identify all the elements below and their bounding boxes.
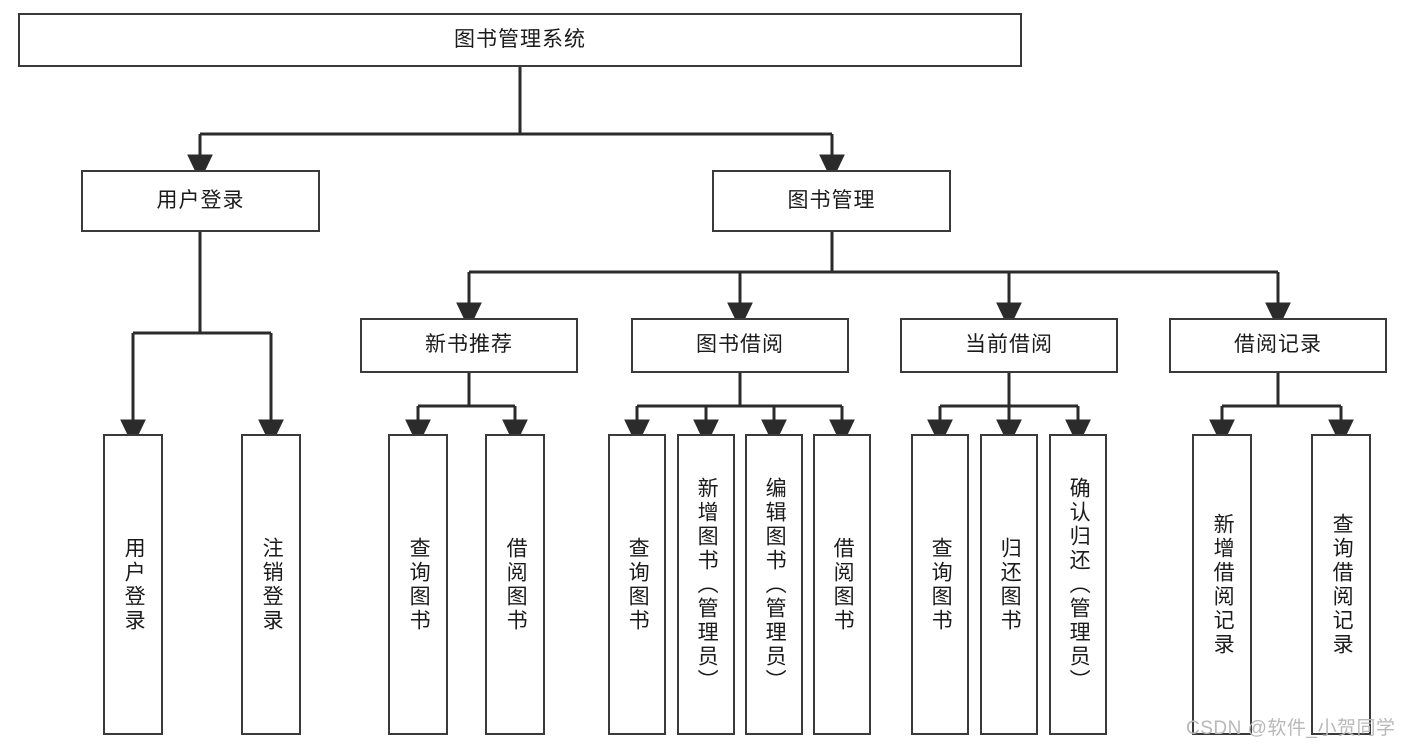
leaf-borrow-edit-book-admin[interactable]: 编辑图书（管理员）: [745, 434, 803, 735]
leaf-user-login[interactable]: 用户登录: [103, 434, 163, 735]
leaf-borrow-add-book-admin[interactable]: 新增图书（管理员）: [677, 434, 735, 735]
node-label: 借阅图书: [831, 536, 855, 633]
node-label: 用户登录: [156, 188, 245, 212]
node-label: 图书借阅: [696, 333, 784, 357]
leaf-user-logout[interactable]: 注销登录: [241, 434, 301, 735]
node-user-login[interactable]: 用户登录: [81, 170, 320, 232]
node-new-book-recommend[interactable]: 新书推荐: [360, 318, 578, 373]
leaf-current-query-book[interactable]: 查询图书: [911, 434, 969, 735]
node-label: 用户登录: [122, 536, 146, 633]
node-book-borrow[interactable]: 图书借阅: [631, 318, 849, 373]
node-label: 当前借阅: [965, 333, 1053, 357]
leaf-recommend-query-book[interactable]: 查询图书: [388, 434, 448, 735]
node-label: 新增图书（管理员）: [695, 476, 719, 693]
node-label: 编辑图书（管理员）: [763, 476, 787, 693]
node-label: 注销登录: [260, 536, 284, 633]
node-label: 借阅图书: [504, 536, 528, 633]
node-label: 查询图书: [626, 536, 650, 633]
leaf-recommend-borrow-book[interactable]: 借阅图书: [485, 434, 545, 735]
leaf-current-confirm-return-admin[interactable]: 确认归还（管理员）: [1049, 434, 1107, 735]
node-label: 图书管理系统: [454, 27, 586, 51]
node-borrow-record[interactable]: 借阅记录: [1169, 318, 1387, 373]
node-label: 确认归还（管理员）: [1067, 476, 1091, 693]
leaf-record-query-record[interactable]: 查询借阅记录: [1311, 434, 1371, 735]
node-label: 查询图书: [929, 536, 953, 633]
node-current-borrow[interactable]: 当前借阅: [900, 318, 1118, 373]
leaf-record-add-record[interactable]: 新增借阅记录: [1192, 434, 1252, 735]
node-label: 新书推荐: [425, 333, 513, 357]
node-label: 新增借阅记录: [1211, 512, 1235, 657]
node-label: 归还图书: [998, 536, 1022, 633]
node-root-system[interactable]: 图书管理系统: [18, 13, 1022, 67]
node-book-management[interactable]: 图书管理: [712, 170, 951, 232]
node-label: 借阅记录: [1234, 333, 1322, 357]
node-label: 查询图书: [407, 536, 431, 633]
leaf-current-return-book[interactable]: 归还图书: [980, 434, 1038, 735]
leaf-borrow-borrow-book[interactable]: 借阅图书: [813, 434, 871, 735]
leaf-borrow-query-book[interactable]: 查询图书: [608, 434, 666, 735]
node-label: 查询借阅记录: [1330, 512, 1354, 657]
node-label: 图书管理: [787, 188, 876, 212]
watermark: CSDN @软件_小贺同学: [1186, 718, 1396, 739]
